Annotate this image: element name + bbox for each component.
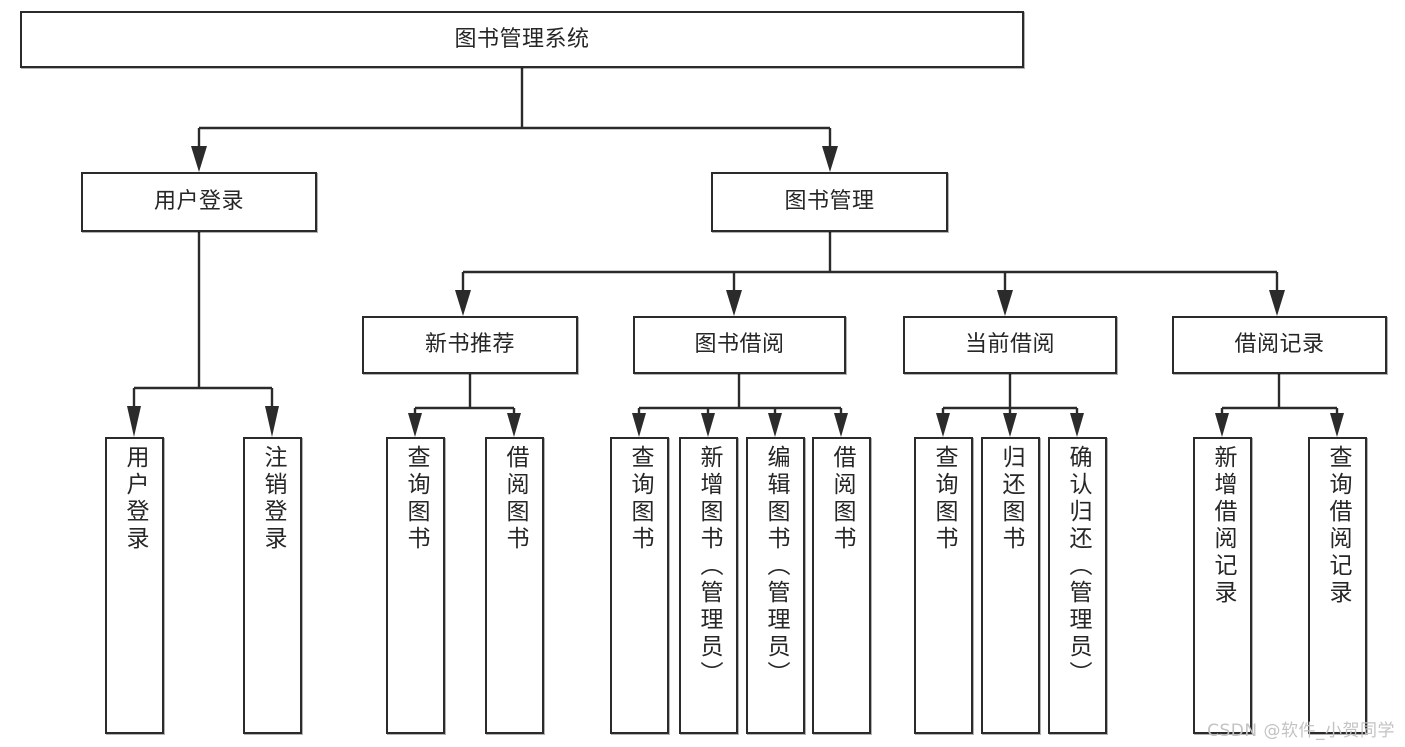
node-leaf-query-book-1-label: 查询图书 bbox=[403, 445, 429, 553]
arrow-to-leaf-logout bbox=[265, 406, 279, 437]
arrow-to-user-login bbox=[191, 146, 207, 172]
arrow-to-current-borrow bbox=[997, 290, 1013, 316]
arrow-to-leaf-return-book bbox=[1003, 413, 1017, 437]
arrow-to-leaf-confirm-return bbox=[1070, 413, 1084, 437]
node-book-borrow[interactable]: 图书借阅 bbox=[633, 316, 846, 374]
node-leaf-query-book-2[interactable]: 查询图书 bbox=[610, 437, 669, 734]
node-leaf-add-record[interactable]: 新增借阅记录 bbox=[1193, 437, 1252, 734]
node-new-book-rec-label: 新书推荐 bbox=[424, 332, 515, 358]
node-leaf-borrow-book-2-label: 借阅图书 bbox=[829, 445, 855, 553]
watermark-text: CSDN @软件_小贺同学 bbox=[1207, 721, 1395, 741]
node-book-manage-label: 图书管理 bbox=[784, 189, 875, 215]
arrow-to-leaf-query-book-2 bbox=[632, 413, 646, 437]
arrow-to-leaf-user-login bbox=[127, 406, 141, 437]
arrow-to-leaf-query-record bbox=[1330, 413, 1344, 437]
node-leaf-query-book-1[interactable]: 查询图书 bbox=[386, 437, 445, 734]
node-leaf-logout-label: 注销登录 bbox=[260, 445, 286, 553]
node-leaf-logout[interactable]: 注销登录 bbox=[243, 437, 302, 734]
node-root[interactable]: 图书管理系统 bbox=[20, 11, 1024, 68]
node-leaf-borrow-book-1-label: 借阅图书 bbox=[502, 445, 528, 553]
node-leaf-borrow-book-1[interactable]: 借阅图书 bbox=[485, 437, 544, 734]
node-user-login[interactable]: 用户登录 bbox=[81, 172, 317, 232]
node-borrow-record[interactable]: 借阅记录 bbox=[1172, 316, 1387, 374]
arrow-to-borrow-record bbox=[1269, 290, 1285, 316]
node-leaf-query-record-label: 查询借阅记录 bbox=[1325, 445, 1351, 607]
node-leaf-add-book[interactable]: 新增图书（管理员） bbox=[679, 437, 738, 734]
node-book-borrow-label: 图书借阅 bbox=[694, 332, 785, 358]
arrow-to-leaf-borrow-book-2 bbox=[834, 413, 848, 437]
arrow-to-book-borrow bbox=[726, 290, 742, 316]
node-user-login-label: 用户登录 bbox=[153, 189, 244, 215]
node-leaf-return-book[interactable]: 归还图书 bbox=[981, 437, 1040, 734]
node-new-book-rec[interactable]: 新书推荐 bbox=[362, 316, 578, 374]
node-leaf-confirm-return-label: 确认归还（管理员） bbox=[1065, 445, 1091, 688]
node-current-borrow-label: 当前借阅 bbox=[964, 332, 1055, 358]
node-leaf-add-book-label: 新增图书（管理员） bbox=[696, 445, 722, 688]
node-current-borrow[interactable]: 当前借阅 bbox=[903, 316, 1117, 374]
arrow-to-leaf-borrow-book-1 bbox=[507, 413, 521, 437]
node-leaf-confirm-return[interactable]: 确认归还（管理员） bbox=[1048, 437, 1107, 734]
node-leaf-query-record[interactable]: 查询借阅记录 bbox=[1308, 437, 1367, 734]
arrow-to-leaf-query-book-3 bbox=[936, 413, 950, 437]
node-leaf-return-book-label: 归还图书 bbox=[998, 445, 1024, 553]
node-borrow-record-label: 借阅记录 bbox=[1234, 332, 1325, 358]
arrow-to-leaf-query-book-1 bbox=[408, 413, 422, 437]
arrow-to-new-book-rec bbox=[455, 290, 471, 316]
node-leaf-query-book-3-label: 查询图书 bbox=[931, 445, 957, 553]
node-leaf-edit-book-label: 编辑图书（管理员） bbox=[763, 445, 789, 688]
node-leaf-query-book-2-label: 查询图书 bbox=[627, 445, 653, 553]
node-leaf-user-login-label: 用户登录 bbox=[122, 445, 148, 553]
node-leaf-user-login[interactable]: 用户登录 bbox=[105, 437, 164, 734]
node-leaf-query-book-3[interactable]: 查询图书 bbox=[914, 437, 973, 734]
arrow-to-leaf-add-record bbox=[1215, 413, 1229, 437]
arrow-to-book-manage bbox=[822, 146, 838, 172]
node-leaf-borrow-book-2[interactable]: 借阅图书 bbox=[812, 437, 871, 734]
node-root-label: 图书管理系统 bbox=[454, 26, 590, 52]
node-leaf-edit-book[interactable]: 编辑图书（管理员） bbox=[746, 437, 805, 734]
node-leaf-add-record-label: 新增借阅记录 bbox=[1210, 445, 1236, 607]
node-book-manage[interactable]: 图书管理 bbox=[711, 172, 948, 232]
arrow-to-leaf-add-book bbox=[701, 413, 715, 437]
arrow-to-leaf-edit-book bbox=[768, 413, 782, 437]
